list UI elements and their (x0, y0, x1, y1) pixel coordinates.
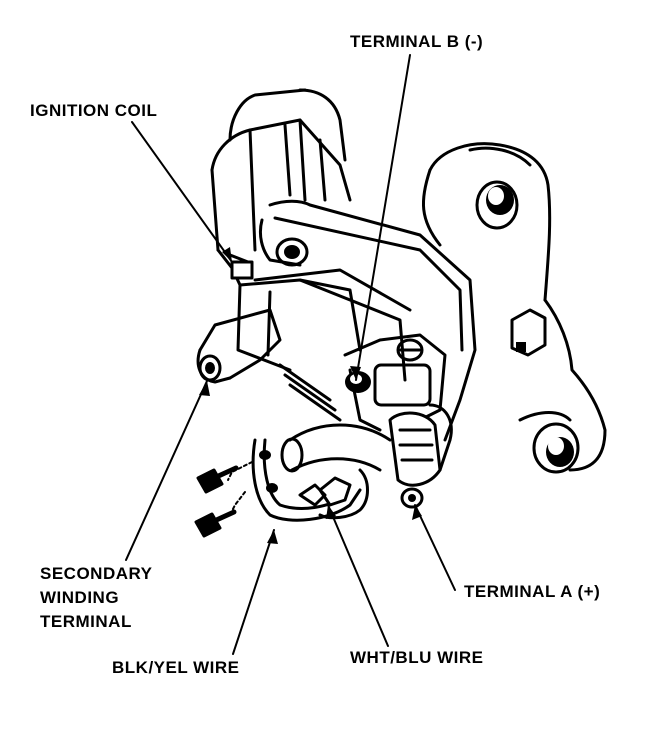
coil-body (236, 268, 412, 422)
wire-harness (227, 423, 392, 522)
label-ignition-coil: IGNITION COIL (30, 101, 158, 120)
distributor-housing (421, 142, 607, 474)
label-terminal-a: TERMINAL A (+) (464, 582, 601, 601)
mounting-bolts (194, 465, 239, 538)
secondary-terminal-tower (196, 308, 282, 384)
label-secondary-winding-terminal: SECONDARY WINDING TERMINAL (40, 562, 153, 634)
label-secondary-line2: WINDING (40, 588, 120, 607)
label-wht-blu-wire: WHT/BLU WIRE (350, 648, 484, 667)
arrow-terminal-a (412, 505, 422, 520)
arrow-secondary (199, 381, 210, 396)
label-blk-yel-wire: BLK/YEL WIRE (112, 658, 240, 677)
arrow-heads (199, 247, 422, 544)
coil-cover (210, 88, 477, 442)
label-secondary-line3: TERMINAL (40, 612, 132, 631)
leader-lines (125, 54, 456, 655)
label-terminal-b: TERMINAL B (-) (350, 32, 484, 51)
terminal-block (343, 333, 453, 509)
upper-left-bracket (216, 248, 254, 287)
arrow-wht-blu (326, 505, 336, 519)
label-secondary-line1: SECONDARY (40, 564, 153, 583)
arrow-terminal-b (350, 366, 361, 380)
arrow-blk-yel (267, 530, 278, 544)
arrow-ignition-coil (222, 247, 232, 262)
